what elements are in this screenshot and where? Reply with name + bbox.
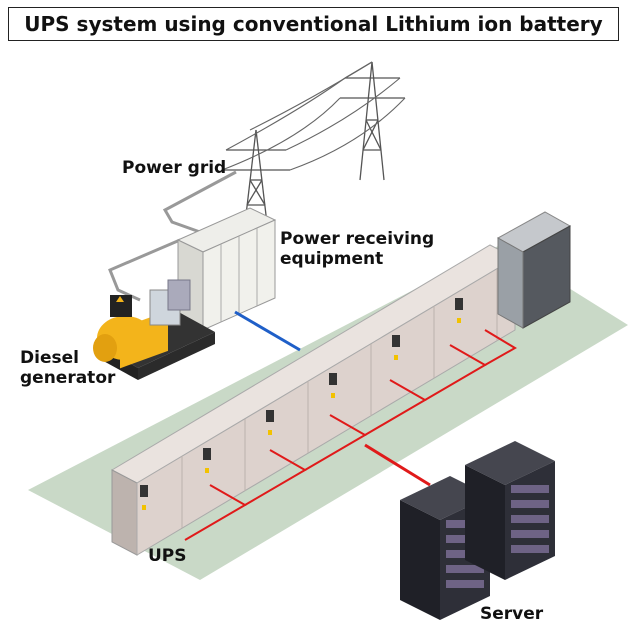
server-red-cable	[364, 443, 431, 487]
power-grid-label: Power grid	[122, 158, 227, 178]
server-rack-right	[465, 441, 555, 580]
diesel-label-line1: Diesel	[20, 348, 79, 368]
power-lines	[221, 61, 406, 171]
diagram-title: UPS system using conventional Lithium io…	[8, 7, 619, 41]
ups-label: UPS	[148, 546, 187, 566]
diesel-generator	[93, 279, 215, 380]
power-receiving-equipment	[176, 207, 277, 331]
diesel-label-line2: generator	[20, 368, 116, 388]
red-wiring	[184, 329, 517, 541]
ups-cabinet-row	[110, 244, 517, 556]
server-label: Server	[480, 604, 544, 624]
blue-connection-wire	[234, 310, 301, 352]
grid-cable	[162, 170, 237, 234]
transmission-tower-back	[340, 61, 405, 181]
power-receiving-label-line2: equipment	[280, 249, 384, 269]
power-receiving-label-line1: Power receiving	[280, 229, 435, 249]
cooling-unit	[496, 211, 572, 329]
